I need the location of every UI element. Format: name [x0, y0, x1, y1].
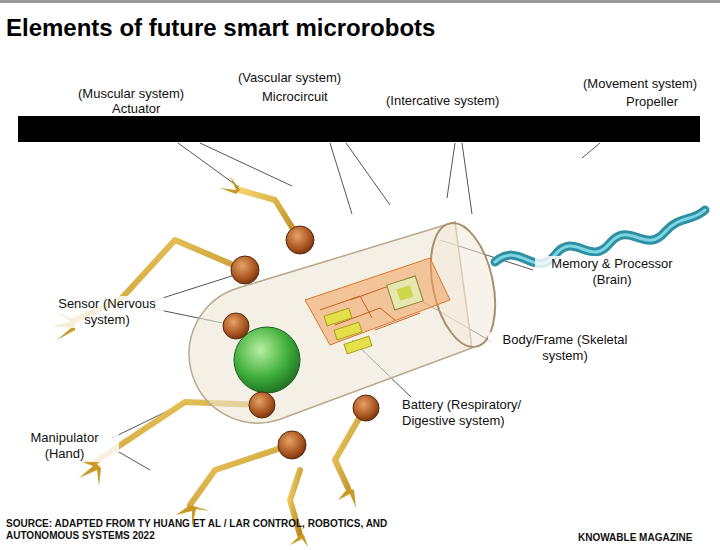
part-name: Propeller — [626, 94, 706, 110]
system-label: (Intercative system) — [386, 93, 546, 109]
publisher-label: KNOWABLE MAGAZINE — [578, 530, 714, 546]
part-label: Body/Frame (Skeletal system) — [488, 332, 642, 364]
part-label: Battery (Respiratory/ Digestive system) — [400, 397, 529, 429]
battery — [324, 308, 372, 354]
part-label: Memory & Processor (Brain) — [535, 256, 689, 288]
part-label: Sensor (Nervous system) — [50, 296, 164, 328]
actuators — [223, 226, 379, 459]
top-rule — [0, 0, 720, 3]
chip — [387, 276, 424, 310]
system-label: (Muscular system) — [78, 86, 228, 102]
system-label: (Movement system) — [583, 76, 713, 92]
microcircuit — [305, 258, 450, 345]
title: Elements of future smart microrobots — [6, 14, 606, 42]
body-frame — [189, 222, 472, 423]
part-label: Manipulator (Hand) — [10, 430, 119, 462]
part-name: Microcircuit — [262, 89, 372, 105]
part-name: Actuator — [112, 101, 192, 117]
system-label: (Vascular system) — [238, 70, 388, 86]
black-bar — [18, 116, 700, 142]
source-caption: SOURCE: ADAPTED FROM TY HUANG ET AL / LA… — [6, 518, 426, 542]
